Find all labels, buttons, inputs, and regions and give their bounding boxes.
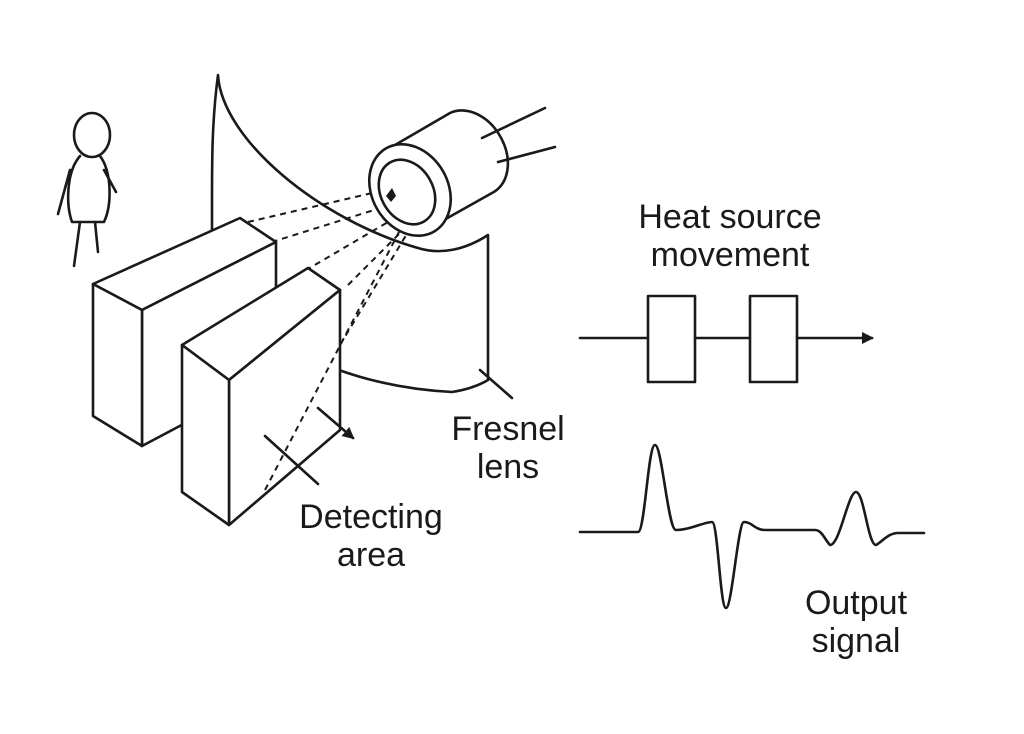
detecting-area-leader: [263, 434, 320, 486]
detection-zone-block-front: [180, 266, 342, 527]
detecting-line2: area: [336, 536, 406, 574]
heat-source-movement-graphic: [578, 294, 874, 384]
heat-source-line1: Heat source: [638, 198, 822, 236]
fresnel-lens-leader: [478, 368, 514, 400]
fresnel-lens-label: Fresnel lens: [430, 410, 586, 486]
detecting-line1: Detecting: [299, 498, 443, 536]
sensor-element: [386, 188, 396, 202]
pir-sensor: [367, 106, 557, 238]
output-signal-label: Output signal: [786, 584, 926, 660]
fresnel-line1: Fresnel: [451, 410, 565, 448]
person-figure: [56, 111, 118, 268]
output-line1: Output: [804, 584, 908, 622]
detecting-area-label: Detecting area: [280, 498, 462, 574]
fresnel-line2: lens: [476, 448, 540, 486]
heat-source-line2: movement: [650, 236, 810, 274]
output-signal-waveform: [578, 443, 926, 610]
movement-arrow: [316, 406, 355, 440]
output-line2: signal: [811, 622, 901, 660]
heat-source-movement-label: Heat source movement: [600, 198, 860, 274]
